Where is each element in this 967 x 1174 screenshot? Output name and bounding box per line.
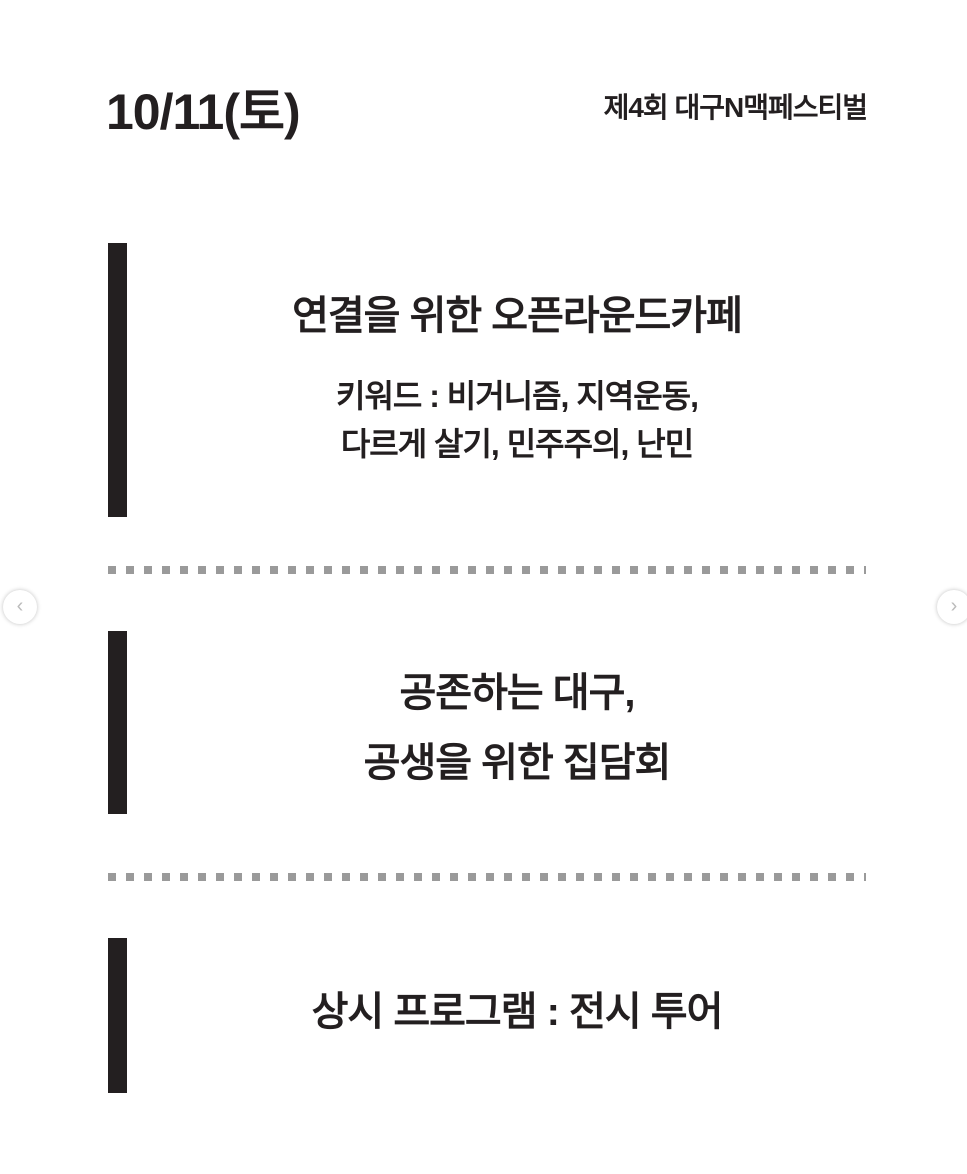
event-date: 10/11(토) [106,84,301,140]
section-open-round-cafe: 연결을 위한 오픈라운드카페 키워드 : 비거니즘, 지역운동, 다르게 살기,… [127,288,907,468]
dotted-divider [108,566,866,574]
section-bar [108,243,127,517]
prev-slide-button[interactable]: ‹ [3,590,37,624]
section-title: 상시 프로그램 : 전시 투어 [311,990,724,1034]
next-slide-button[interactable]: › [937,590,967,624]
dotted-divider [108,873,866,881]
section-exhibition-tour: 상시 프로그램 : 전시 투어 [127,984,907,1040]
keywords-line: 다르게 살기, 민주주의, 난민 [340,426,694,462]
section-title: 공존하는 대구, [399,671,635,715]
section-title: 공생을 위한 집담회 [363,741,672,785]
section-forum: 공존하는 대구, 공생을 위한 집담회 [127,665,907,791]
section-title: 연결을 위한 오픈라운드카페 [292,294,743,338]
section-bar [108,938,127,1093]
section-bar [108,631,127,814]
festival-name: 제4회 대구N맥페스티벌 [603,92,868,123]
keywords-line: 키워드 : 비거니즘, 지역운동, [336,378,699,414]
